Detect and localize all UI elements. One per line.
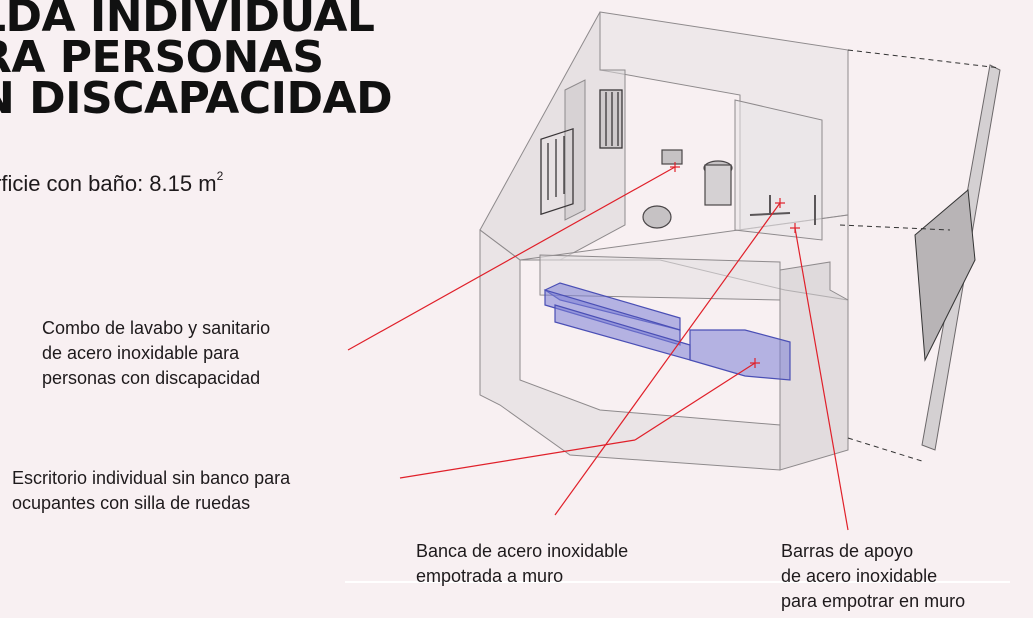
upper-grille [599,89,623,149]
title-line-1: LDA INDIVIDUAL [0,0,375,42]
bathroom-partition [734,99,823,241]
callout-barras-line-1: Barras de apoyo [781,541,914,561]
leader-banca [554,202,781,516]
leader-lines [347,166,849,531]
callout-escritorio: Escritorio individual sin banco para ocu… [12,466,290,516]
callout-escritorio-line-2: ocupantes con silla de ruedas [12,493,251,513]
leader-barras [794,227,849,531]
callout-lavabo-line-1: Combo de lavabo y sanitario [42,318,271,338]
door-panel [914,64,1001,451]
callout-barras-line-3: para empotrar en muro [781,591,966,611]
grab-bars [749,195,816,225]
door-grille [914,189,976,362]
title-line-2: RA PERSONAS [0,32,324,83]
callout-banca: Banca de acero inoxidable empotrada a mu… [416,539,628,589]
callout-banca-line-1: Banca de acero inoxidable [416,541,629,561]
title-line-3: N DISCAPACIDAD [0,73,393,124]
desk-bench [543,282,791,381]
desk-front [554,304,691,361]
callout-lavabo: Combo de lavabo y sanitario de acero ino… [42,316,270,391]
surface-area-superscript: 2 [216,169,224,183]
callout-lavabo-line-2: de acero inoxidable para [42,343,240,363]
page-title: LDA INDIVIDUAL RA PERSONAS N DISCAPACIDA… [0,0,393,124]
toilet-sink [642,149,733,229]
leader-markers [670,162,800,368]
left-column [564,79,586,221]
cell-structure [479,11,849,471]
front-right-wall [779,261,849,471]
leader-lavabo [347,166,676,351]
callout-banca-line-2: empotrada a muro [416,566,564,586]
callout-escritorio-line-1: Escritorio individual sin banco para [12,468,291,488]
guide-lines [839,49,1001,463]
low-partition [539,254,781,301]
callout-barras-line-2: de acero inoxidable [781,566,938,586]
callout-barras: Barras de apoyo de acero inoxidable para… [781,539,965,614]
callout-lavabo-line-3: personas con discapacidad [42,368,261,388]
wall-grilles [540,89,623,216]
left-grille [540,127,574,216]
surface-area-text: rficie con baño: 8.15 m [0,171,217,196]
leader-escritorio [399,439,636,479]
surface-area-subtitle: rficie con baño: 8.15 m2 [0,169,224,197]
